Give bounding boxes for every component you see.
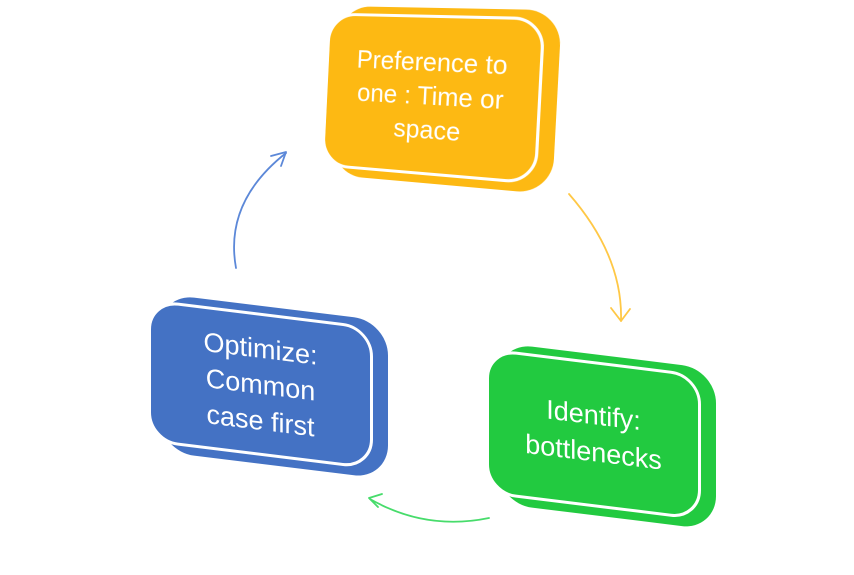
- arrow-preference-to-identify: [568, 193, 631, 322]
- node-preference-label: Preference to one : Time or space: [353, 42, 509, 152]
- node-identify-label: Identify: bottlenecks: [525, 389, 662, 480]
- node-preference: Preference to one : Time or space: [321, 6, 562, 195]
- node-identify: Identify: bottlenecks: [486, 341, 716, 531]
- node-optimize-face: Optimize: Common case first: [148, 299, 373, 470]
- arrow-optimize-to-preference: [233, 151, 287, 269]
- node-preference-face: Preference to one : Time or space: [321, 12, 546, 185]
- node-optimize: Optimize: Common case first: [148, 292, 388, 480]
- node-optimize-label: Optimize: Common case first: [203, 323, 317, 445]
- node-identify-face: Identify: bottlenecks: [486, 348, 701, 521]
- arrow-identify-to-optimize: [368, 493, 490, 523]
